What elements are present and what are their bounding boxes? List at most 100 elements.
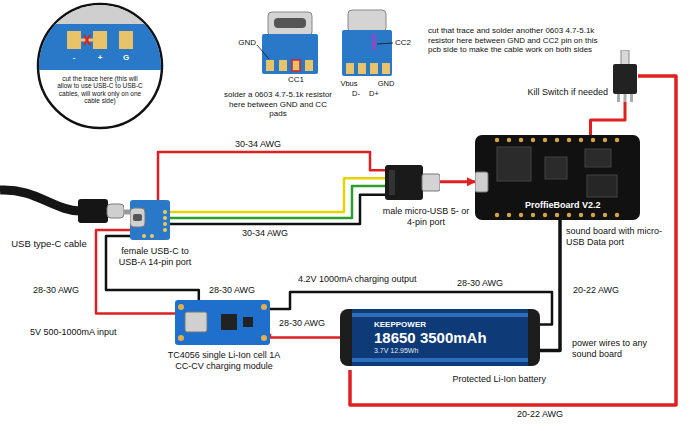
drawing-part [352, 358, 528, 362]
drawing-part [531, 213, 535, 217]
node-text: 3.7V 12.95Wh [374, 347, 487, 355]
text-box: ProffieBoard V2.2 [475, 200, 640, 210]
note-text: power wires to any sound board [572, 338, 668, 360]
drawing-part [495, 138, 499, 142]
usb-c-receptacle [268, 12, 312, 36]
cc2-trace [373, 34, 376, 50]
caption-text: sound board with micro-USB Data port [566, 226, 670, 248]
node-text: KEEPPOWER [374, 320, 487, 329]
cut-mark [84, 35, 90, 45]
wire [106, 236, 199, 300]
drawing-part [78, 199, 108, 223]
drawing-part [630, 94, 633, 102]
micro-usb-plug: male micro-USB 5- or 4-pin port [385, 165, 440, 200]
text-box: KEEPPOWER18650 3500mAh3.7V 12.95Wh [340, 305, 487, 370]
drawing-part [615, 138, 619, 142]
drawing-part [178, 335, 184, 341]
caption-text: Protected Li-Ion battery [428, 374, 546, 385]
drawing-part [352, 309, 528, 366]
drawing-part [142, 234, 146, 238]
caption-text: Kill Switch if needed [504, 87, 608, 98]
solder-pad [346, 63, 354, 74]
drawing-part [340, 309, 540, 366]
drawing-part [613, 64, 637, 94]
drawing-part [507, 213, 511, 217]
connector-shell [55, 4, 145, 26]
drawing-part [617, 94, 620, 102]
pin-label: CC2 [395, 38, 421, 48]
cc-pad [292, 60, 300, 71]
wire [124, 211, 130, 212]
wire-gauge-label: 28-30 AWG [31, 285, 81, 296]
wire [96, 230, 175, 314]
usb-c-breakout-art [130, 200, 170, 240]
drawing-part [621, 50, 629, 66]
drawing-part [422, 174, 440, 191]
drawing-part [163, 210, 167, 214]
kill-switch: Kill Switch if needed [612, 50, 638, 102]
micro-usb-plug-art [385, 165, 440, 200]
drawing-part [567, 138, 571, 142]
caption-text: male micro-USB 5- or 4-pin port [380, 206, 472, 228]
node-text: 18650 3500mAh [374, 329, 487, 346]
usb-c-plug: USB type-C cable [78, 198, 124, 224]
drawing-part [591, 138, 595, 142]
drawing-part [555, 213, 559, 217]
drawing-part [543, 138, 547, 142]
leader-line [257, 45, 269, 59]
pcb [30, 24, 170, 70]
usb-cable [0, 190, 80, 211]
wire [170, 195, 385, 224]
drawing-part [185, 312, 207, 332]
solder-pad [119, 31, 133, 49]
battery: KEEPPOWER18650 3500mAh3.7V 12.95WhProtec… [340, 305, 540, 370]
drawing-part [495, 213, 499, 217]
drawing-part [352, 313, 528, 317]
drawing-part [507, 138, 511, 142]
drawing-part [585, 149, 611, 167]
drawing-part [163, 228, 167, 232]
usb-c-receptacle [348, 10, 386, 32]
node-text: ProffieBoard V2.2 [525, 200, 640, 210]
pin-label: D+ [366, 89, 382, 98]
wire-gauge-label: 28-30 AWG [207, 285, 257, 296]
drawing-part [519, 138, 523, 142]
leader-line [377, 43, 393, 44]
drawing-part [603, 138, 607, 142]
drawing-part [475, 135, 640, 220]
solder-pad [370, 63, 378, 74]
drawing-part [385, 165, 423, 200]
pin-label: Vbus [337, 79, 361, 88]
wire-gauge-label: 30-34 AWG [240, 228, 290, 239]
drawing-part [603, 213, 607, 217]
charging-module: TC4056 single Li-Ion cell 1A CC-CV charg… [175, 300, 270, 345]
drawing-part [545, 157, 567, 179]
wire-gauge-label: 30-34 AWG [233, 139, 283, 150]
drawing-part [243, 317, 253, 327]
spec-label: 5V 500-1000mA input [30, 327, 160, 338]
wire [350, 76, 676, 405]
drawing-part [130, 200, 170, 240]
pad-label: - [67, 53, 81, 63]
breakout-pcb [262, 34, 318, 74]
drawing-part [163, 222, 167, 226]
note-text: cut the trace here (this will allow to u… [54, 75, 146, 104]
drawing-part [587, 175, 617, 197]
pin-label: GND [230, 38, 256, 48]
solder-pad [305, 60, 313, 71]
drawing-part [475, 172, 488, 192]
pin-label: GND [374, 79, 398, 88]
drawing-part [163, 216, 167, 220]
drawing-part [261, 335, 267, 341]
drawing-part [531, 138, 535, 142]
pad-label: G [119, 53, 133, 63]
drawing-part [221, 314, 237, 330]
usb-c-breakout: female USB-C to USB-A 14-pin port [130, 200, 170, 240]
caption-text: TC4056 single Li-Ion cell 1A CC-CV charg… [160, 350, 288, 372]
note-text: cut that trace and solder another 0603 4… [428, 26, 600, 55]
solder-pad [93, 31, 107, 49]
drawing-part [567, 213, 571, 217]
wire [440, 180, 475, 184]
pin-label: D- [348, 89, 364, 98]
